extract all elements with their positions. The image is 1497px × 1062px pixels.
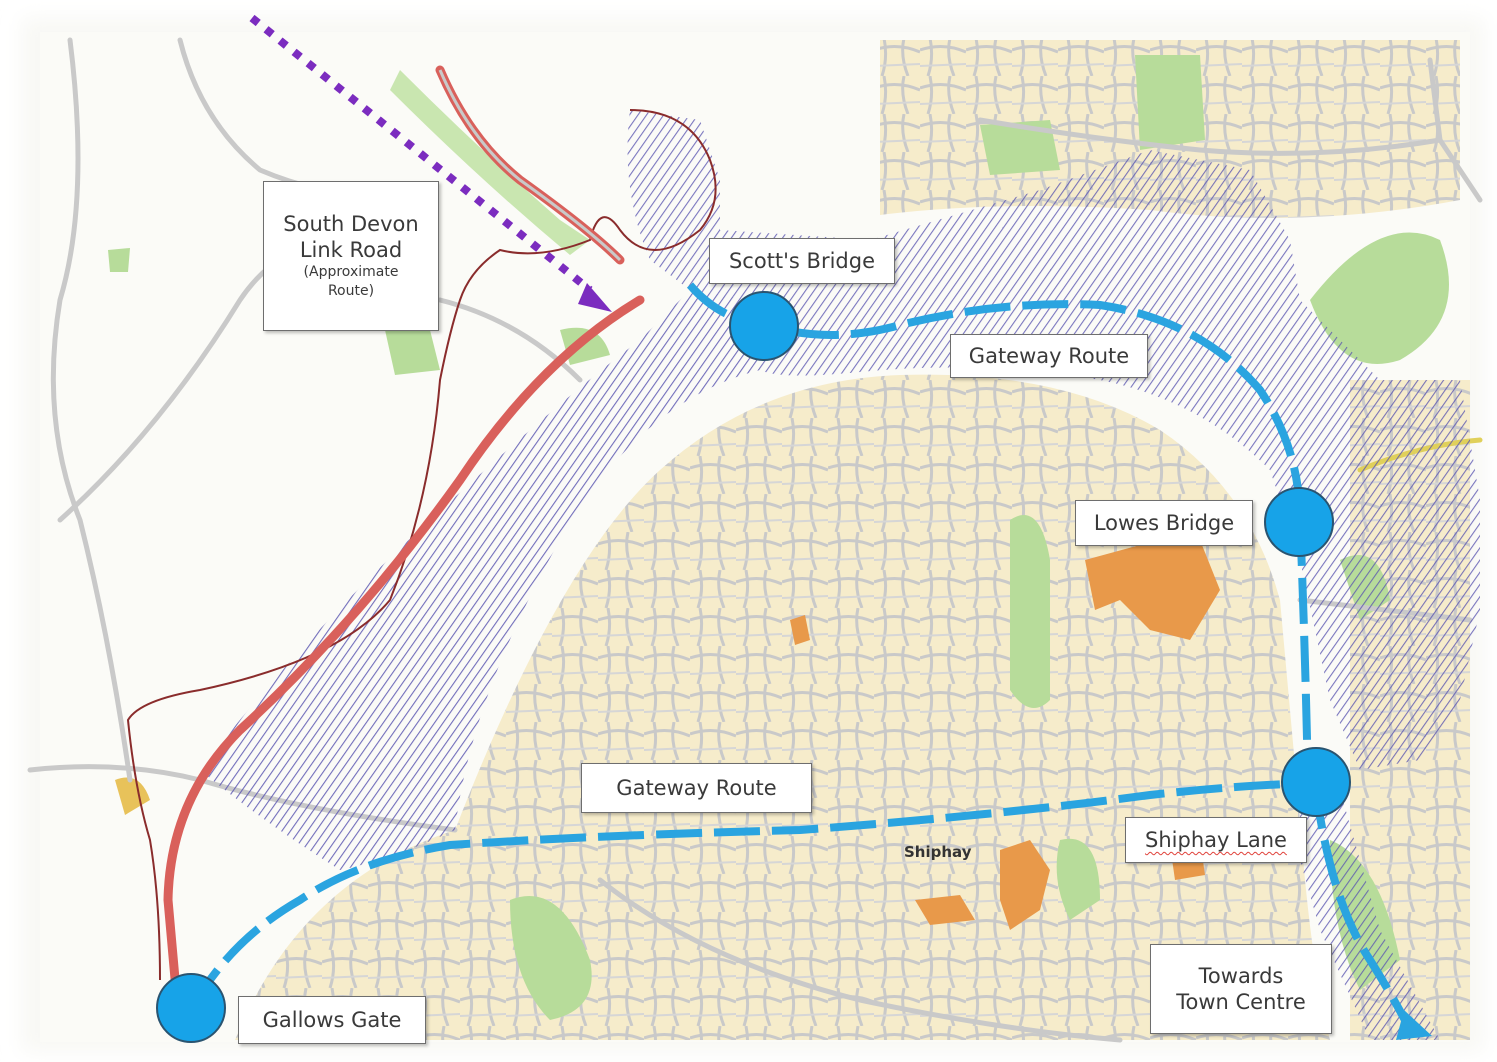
gateway-route-north-callout[interactable]: Gateway Route (950, 334, 1148, 378)
towards-town-centre-callout[interactable]: Towards Town Centre (1150, 944, 1332, 1034)
town-centre-arrowhead (1396, 1010, 1432, 1040)
place-label-shiphay: Shiphay (904, 843, 972, 861)
junction-gallows-gate[interactable] (156, 973, 226, 1043)
dotted-arrow (249, 14, 612, 312)
scotts-bridge-label: Scott's Bridge (728, 248, 876, 273)
gateway-route-south-callout[interactable]: Gateway Route (581, 763, 812, 813)
junction-lowes-bridge[interactable] (1264, 487, 1334, 557)
gallows-gate-label: Gallows Gate (262, 1007, 402, 1032)
link-road-line3: (Approximate (303, 264, 399, 281)
lowes-bridge-callout[interactable]: Lowes Bridge (1075, 500, 1253, 546)
gateway-route-south-label: Gateway Route (616, 775, 777, 800)
link-road-line2: Link Road (299, 238, 403, 263)
junction-shiphay-lane[interactable] (1281, 747, 1351, 817)
base-map (22, 18, 1484, 1052)
towards-town-centre-line2: Town Centre (1176, 990, 1306, 1014)
link-road-line4: Route) (327, 283, 375, 300)
lowes-bridge-label: Lowes Bridge (1093, 510, 1235, 535)
shiphay-lane-callout[interactable]: Shiphay Lane (1125, 817, 1307, 863)
shiphay-lane-label: Shiphay Lane (1145, 827, 1287, 852)
gateway-route-north-label: Gateway Route (968, 343, 1130, 368)
boundary-line (126, 109, 717, 981)
junction-scotts-bridge[interactable] (729, 291, 799, 361)
link-road-callout[interactable]: South Devon Link Road (Approximate Route… (263, 181, 439, 331)
gallows-gate-callout[interactable]: Gallows Gate (238, 996, 426, 1044)
towards-town-centre-line1: Towards (1198, 963, 1284, 988)
junction-markers (156, 291, 1351, 1043)
link-road-line1: South Devon (283, 211, 419, 236)
scotts-bridge-callout[interactable]: Scott's Bridge (709, 238, 895, 284)
